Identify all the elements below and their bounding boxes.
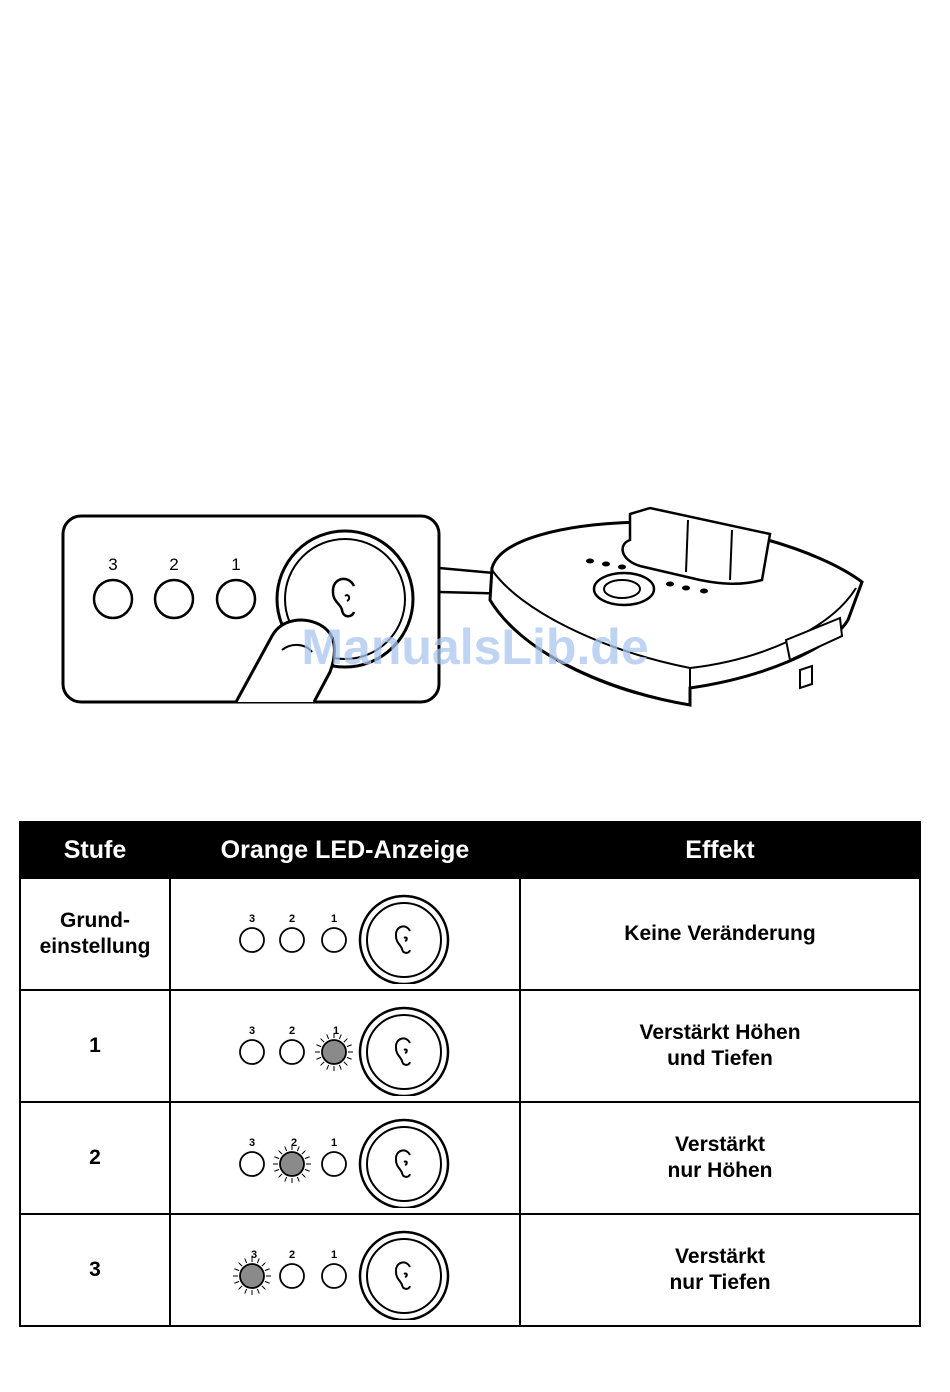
led-lit xyxy=(240,1264,264,1288)
led-label: 2 xyxy=(289,1249,295,1261)
led-glow-ray xyxy=(344,1039,348,1043)
led-glow-ray xyxy=(321,1039,325,1043)
led-glow-ray xyxy=(316,1057,321,1059)
led-glow-ray xyxy=(257,1258,259,1263)
led-glow-ray xyxy=(327,1065,329,1070)
watermark: ManualsLib.de xyxy=(0,618,950,676)
panel-label-2: 2 xyxy=(169,555,178,574)
header-effekt: Effekt xyxy=(520,822,920,878)
led-off xyxy=(240,928,264,952)
led-indicator-drawing: 3 2 1 xyxy=(230,1220,460,1320)
table-row: 2 3 2 1 Verstärkt nur Höhen xyxy=(20,1102,920,1214)
panel-label-3: 3 xyxy=(108,555,117,574)
led-label: 1 xyxy=(331,1249,337,1261)
led-glow-ray xyxy=(279,1174,283,1178)
led-indicator-drawing: 3 2 1 xyxy=(230,996,460,1096)
panel-label-1: 1 xyxy=(231,555,240,574)
table-row: 1 3 2 1 Verstärkt Höhen und Tiefen xyxy=(20,990,920,1102)
led-glow-ray xyxy=(285,1146,287,1151)
header-led: Orange LED-Anzeige xyxy=(170,822,520,878)
led-glow-ray xyxy=(285,1177,287,1182)
led-glow-ray xyxy=(327,1034,329,1039)
led-label: 3 xyxy=(251,1249,257,1261)
led-label: 3 xyxy=(249,1025,255,1037)
ear-button-ring xyxy=(367,1015,441,1089)
led-off xyxy=(322,1152,346,1176)
table-header-row: Stufe Orange LED-Anzeige Effekt xyxy=(20,822,920,878)
table-row: 3 3 2 1 Verstärkt nur Tiefen xyxy=(20,1214,920,1326)
led-glow-ray xyxy=(347,1057,352,1059)
led-off xyxy=(280,1264,304,1288)
led-indicator-cell: 3 2 1 xyxy=(170,990,520,1102)
led-indicator-drawing: 3 2 1 xyxy=(230,1108,460,1208)
led-glow-ray xyxy=(321,1062,325,1066)
led-glow-ray xyxy=(262,1286,266,1290)
table-row: Grund- einstellung 3 2 1 Keine Veränderung xyxy=(20,878,920,990)
led-off xyxy=(240,1152,264,1176)
led-indicator-cell: 3 2 1 xyxy=(170,878,520,990)
led-label: 2 xyxy=(289,913,295,925)
led-glow-ray xyxy=(265,1281,270,1283)
led-label: 3 xyxy=(249,913,255,925)
led-glow-ray xyxy=(339,1034,341,1039)
header-stufe: Stufe xyxy=(20,822,170,878)
led-glow-ray xyxy=(245,1258,247,1263)
led-glow-ray xyxy=(279,1151,283,1155)
effekt-cell: Verstärkt nur Tiefen xyxy=(520,1214,920,1326)
led-glow-ray xyxy=(274,1169,279,1171)
led-glow-ray xyxy=(339,1065,341,1070)
led-glow-ray xyxy=(245,1289,247,1294)
led-indicator-drawing: 3 2 1 xyxy=(230,884,460,984)
led-glow-ray xyxy=(302,1151,306,1155)
levels-table: Stufe Orange LED-Anzeige Effekt Grund- e… xyxy=(19,821,921,1327)
led-glow-ray xyxy=(344,1062,348,1066)
led-glow-ray xyxy=(297,1146,299,1151)
ear-button-ring xyxy=(367,1127,441,1201)
led-lit xyxy=(280,1152,304,1176)
stufe-cell: 2 xyxy=(20,1102,170,1214)
led-indicator-cell: 3 2 1 xyxy=(170,1214,520,1326)
led-label: 1 xyxy=(331,1137,337,1149)
led-label: 2 xyxy=(291,1137,297,1149)
led-glow-ray xyxy=(274,1157,279,1159)
led-glow-ray xyxy=(257,1289,259,1294)
effekt-cell: Verstärkt nur Höhen xyxy=(520,1102,920,1214)
led-glow-ray xyxy=(316,1045,321,1047)
led-off xyxy=(322,1264,346,1288)
stufe-cell: 3 xyxy=(20,1214,170,1326)
led-off xyxy=(280,1040,304,1064)
led-glow-ray xyxy=(234,1269,239,1271)
led-glow-ray xyxy=(347,1045,352,1047)
led-indicator-cell: 3 2 1 xyxy=(170,1102,520,1214)
led-off xyxy=(280,928,304,952)
led-glow-ray xyxy=(302,1174,306,1178)
led-glow-ray xyxy=(297,1177,299,1182)
effekt-cell: Verstärkt Höhen und Tiefen xyxy=(520,990,920,1102)
led-glow-ray xyxy=(234,1281,239,1283)
led-label: 2 xyxy=(289,1025,295,1037)
led-glow-ray xyxy=(305,1169,310,1171)
led-off xyxy=(322,928,346,952)
led-glow-ray xyxy=(262,1263,266,1267)
stufe-cell: Grund- einstellung xyxy=(20,878,170,990)
led-glow-ray xyxy=(265,1269,270,1271)
effekt-cell: Keine Veränderung xyxy=(520,878,920,990)
led-glow-ray xyxy=(239,1286,243,1290)
ear-button-ring xyxy=(367,1239,441,1313)
led-glow-ray xyxy=(239,1263,243,1267)
led-lit xyxy=(322,1040,346,1064)
led-label: 1 xyxy=(333,1025,339,1037)
led-label: 1 xyxy=(331,913,337,925)
led-glow-ray xyxy=(305,1157,310,1159)
ear-button-ring xyxy=(367,903,441,977)
led-off xyxy=(240,1040,264,1064)
stufe-cell: 1 xyxy=(20,990,170,1102)
led-label: 3 xyxy=(249,1137,255,1149)
